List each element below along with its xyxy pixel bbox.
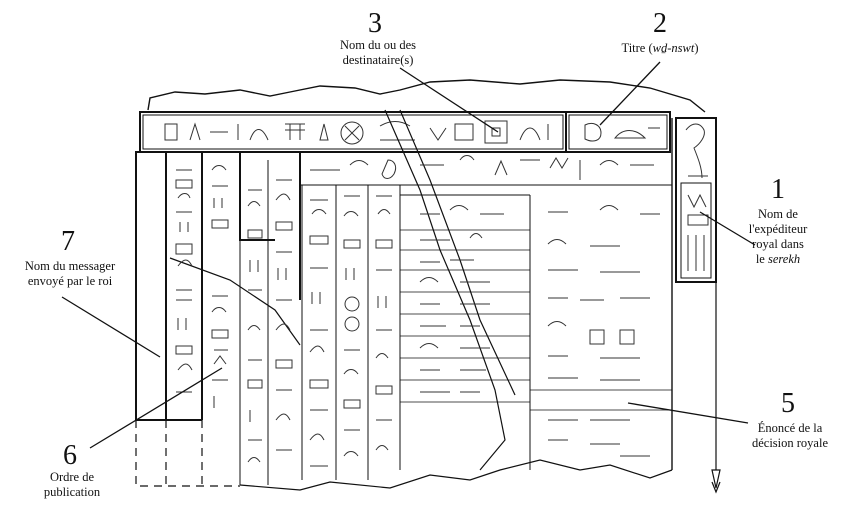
serekh	[675, 117, 721, 494]
pointer-7	[61, 296, 161, 358]
hieroglyph-texture	[175, 155, 660, 467]
callout-1-line-4: le serekh	[756, 252, 800, 266]
pointer-5	[627, 402, 749, 424]
callout-3-line-2: destinataire(s)	[343, 53, 414, 67]
callout-7: 7 Nom du messager envoyé par le roi	[25, 226, 116, 288]
callout-2-number: 2	[653, 8, 667, 39]
pointer-1	[699, 211, 756, 246]
callout-5-number: 5	[781, 388, 795, 419]
callout-6-line-2: publication	[44, 485, 101, 499]
callout-5-line-1: Énoncé de la	[758, 421, 823, 435]
pointer-3	[399, 67, 499, 133]
callout-6-line-1: Ordre de	[50, 470, 95, 484]
callout-2-prefix: Titre (	[622, 41, 653, 55]
callout-3: 3 Nom du ou des destinataire(s)	[340, 8, 416, 67]
title-band	[139, 111, 671, 153]
callout-7-line-2: envoyé par le roi	[28, 274, 113, 288]
callout-2: 2 Titre (wḏ-nswt)	[622, 8, 699, 55]
callout-2-suffix: )	[694, 41, 698, 55]
callout-7-number: 7	[61, 226, 75, 257]
callout-1: 1 Nom de l'expéditeur royal dans le sere…	[749, 174, 808, 266]
callout-1-number: 1	[771, 174, 785, 205]
callout-1-italic: serekh	[768, 252, 800, 266]
callout-2-italic: wḏ-nswt	[653, 41, 695, 55]
callout-3-number: 3	[368, 8, 382, 39]
pointer-2	[599, 61, 661, 126]
callout-7-line-1: Nom du messager	[25, 259, 116, 273]
callout-1-line-1: Nom de	[758, 207, 798, 221]
callout-5: 5 Énoncé de la décision royale	[752, 388, 828, 450]
callout-1-line-2: l'expéditeur	[749, 222, 808, 236]
callout-pointers	[61, 61, 756, 449]
text-area	[135, 109, 673, 491]
callout-1-line-4-text: le	[756, 252, 768, 266]
callout-2-line-1: Titre (wḏ-nswt)	[622, 41, 699, 55]
callout-6-number: 6	[63, 440, 77, 471]
pointer-6	[89, 367, 223, 449]
callout-1-line-3: royal dans	[752, 237, 804, 251]
callout-6: 6 Ordre de publication	[44, 440, 101, 499]
callout-5-line-2: décision royale	[752, 436, 828, 450]
callout-3-line-1: Nom du ou des	[340, 38, 416, 52]
